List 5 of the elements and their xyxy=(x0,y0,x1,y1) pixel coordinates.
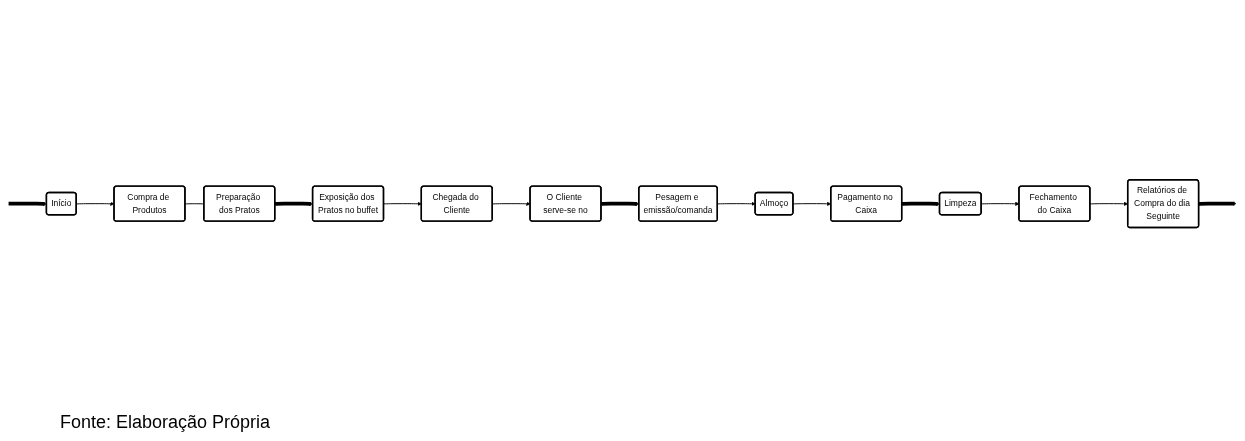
arrow xyxy=(274,202,313,207)
arrow xyxy=(8,202,47,207)
arrow xyxy=(901,202,940,207)
arrow xyxy=(1198,201,1237,207)
caption: Fonte: Elaboração Própria xyxy=(59,411,272,434)
